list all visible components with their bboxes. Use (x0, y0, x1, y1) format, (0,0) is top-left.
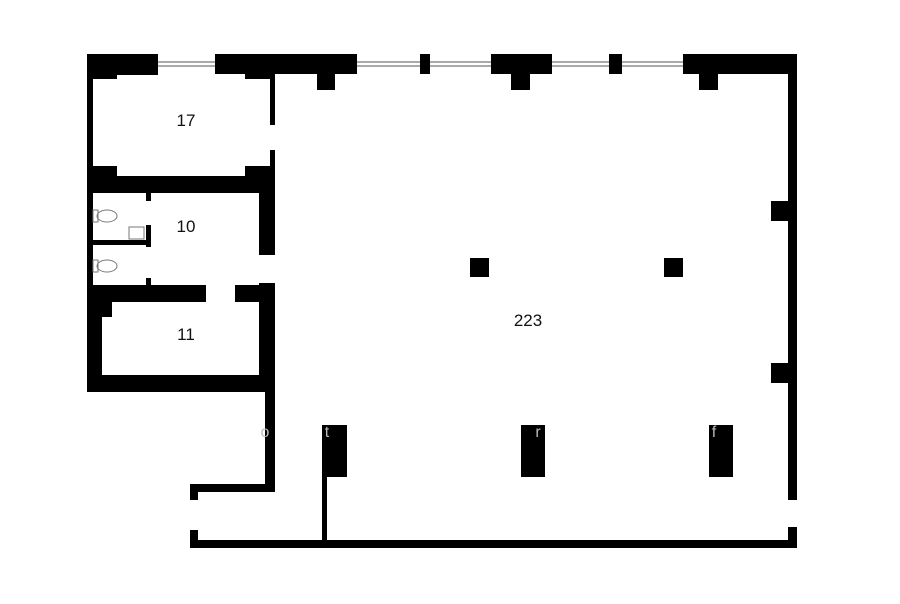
wall (87, 166, 117, 178)
wall (100, 300, 112, 317)
wall (190, 484, 198, 500)
column (771, 201, 788, 221)
windows (158, 61, 683, 67)
watermark-letter: t (324, 424, 330, 441)
wall (87, 285, 102, 392)
wall (245, 166, 275, 178)
wall (270, 150, 275, 176)
column (709, 425, 733, 477)
walls (87, 54, 797, 548)
column (664, 258, 683, 277)
wall (146, 278, 151, 286)
wall (190, 530, 198, 548)
wall (87, 54, 93, 392)
column (699, 74, 718, 90)
wall (265, 392, 275, 492)
wall (146, 193, 151, 201)
column (511, 74, 530, 90)
wall (190, 540, 797, 548)
wall (93, 240, 148, 245)
wall (683, 54, 797, 74)
wall (491, 54, 552, 74)
room-11-label: 11 (177, 325, 195, 344)
wall (235, 285, 261, 302)
wall (215, 54, 357, 74)
sink-icon (128, 226, 145, 240)
wall (146, 225, 151, 247)
column (521, 425, 545, 477)
room-223-label: 223 (513, 311, 543, 330)
column (470, 258, 489, 277)
toilet-tank (92, 209, 99, 223)
wall (322, 425, 327, 542)
wall (420, 54, 430, 74)
room-10-label: 10 (176, 217, 196, 236)
column (322, 425, 347, 477)
room-17-label: 17 (176, 111, 196, 130)
watermark-letter: r (535, 424, 541, 441)
watermark-letter: o (260, 424, 270, 441)
wall (259, 176, 275, 255)
watermark-letter: f (711, 424, 717, 441)
toilet-icon (96, 209, 118, 223)
wall (609, 54, 622, 74)
wall (270, 75, 275, 125)
wall (245, 54, 275, 79)
wall (87, 375, 275, 392)
wall (788, 54, 797, 500)
wall (190, 484, 275, 492)
wall (788, 527, 797, 548)
column (317, 74, 335, 90)
wall (93, 285, 206, 302)
toilet-icon (96, 259, 118, 273)
wall (259, 283, 275, 392)
fixtures (92, 209, 145, 273)
toilet-tank (92, 259, 99, 273)
wall (87, 176, 275, 193)
column (771, 363, 788, 383)
